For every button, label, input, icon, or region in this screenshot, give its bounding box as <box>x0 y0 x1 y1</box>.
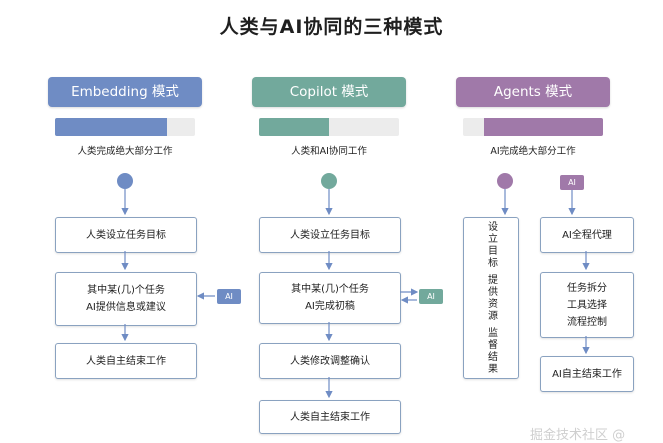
step-text: 工具选择 <box>567 299 607 311</box>
copilot-step-set-goal: 人类设立任务目标 <box>259 217 401 253</box>
step-text: 人类自主结束工作 <box>86 355 166 367</box>
embedding-step-finish: 人类自主结束工作 <box>55 343 197 379</box>
copilot-header: Copilot 模式 <box>252 77 406 107</box>
step-text: 流程控制 <box>567 316 607 328</box>
embedding-start-dot <box>117 173 133 189</box>
copilot-human-share-fill <box>259 118 329 136</box>
step-text: AI全程代理 <box>562 229 612 241</box>
agents-step-ai-proxy: AI全程代理 <box>540 217 634 253</box>
copilot-share-bar <box>259 118 399 136</box>
step-text: AI提供信息或建议 <box>86 302 166 313</box>
embedding-share-bar <box>55 118 195 136</box>
agents-step-orchestration: 任务拆分 工具选择 流程控制 <box>540 272 634 338</box>
watermark: 掘金技术社区 @ <box>530 428 626 443</box>
page-title: 人类与AI协同的三种模式 <box>219 16 444 38</box>
step-text: 人类设立任务目标 <box>86 229 166 241</box>
agents-human-supervision: 设立目标 提供资源 监督结果 <box>463 217 519 379</box>
agents-header: Agents 模式 <box>456 77 610 107</box>
agents-step-finish: AI自主结束工作 <box>540 356 634 392</box>
copilot-caption: 人类和AI协同工作 <box>291 146 367 157</box>
embedding-header: Embedding 模式 <box>48 77 202 107</box>
embedding-ai-badge: AI <box>217 289 241 304</box>
copilot-ai-badge: AI <box>419 289 443 304</box>
agents-start-dot <box>497 173 513 189</box>
step-text: 人类设立任务目标 <box>290 229 370 241</box>
embedding-step-set-goal: 人类设立任务目标 <box>55 217 197 253</box>
step-text: 其中某(几)个任务 <box>291 284 369 295</box>
human-role-text: 设立目标 提供资源 监督结果 <box>485 220 497 376</box>
copilot-step-finish: 人类自主结束工作 <box>259 400 401 434</box>
embedding-human-share-fill <box>55 118 167 136</box>
step-text: AI自主结束工作 <box>552 368 622 380</box>
agents-caption: AI完成绝大部分工作 <box>490 146 576 157</box>
copilot-step-ai-draft: 其中某(几)个任务 AI完成初稿 <box>259 272 401 324</box>
copilot-step-revise: 人类修改调整确认 <box>259 343 401 379</box>
agents-ai-share-fill <box>484 118 603 136</box>
step-text: 任务拆分 <box>567 282 607 294</box>
agents-ai-badge: AI <box>560 175 584 190</box>
agents-share-bar <box>463 118 603 136</box>
step-text: 其中某(几)个任务 <box>87 285 165 296</box>
embedding-caption: 人类完成绝大部分工作 <box>77 146 173 157</box>
step-text: 人类自主结束工作 <box>290 411 370 423</box>
copilot-start-dot <box>321 173 337 189</box>
embedding-step-ai-assist: 其中某(几)个任务 AI提供信息或建议 <box>55 272 197 326</box>
step-text: 人类修改调整确认 <box>290 355 370 367</box>
step-text: AI完成初稿 <box>305 301 355 312</box>
